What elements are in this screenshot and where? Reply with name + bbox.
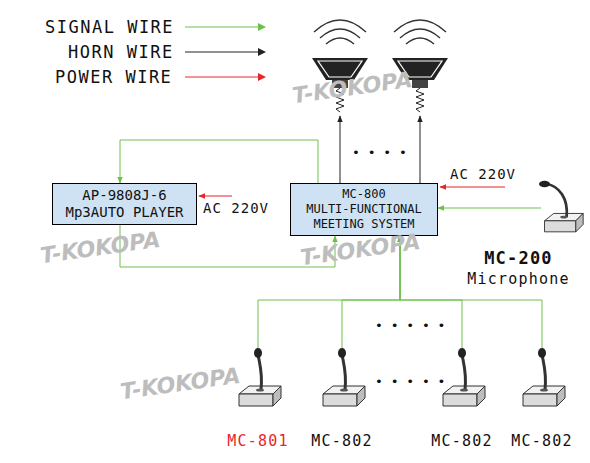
- legend-text: POWER WIRE: [55, 67, 172, 87]
- speaker-magnet: [412, 80, 428, 88]
- signal-wire: [120, 140, 318, 183]
- mic-base-side: [357, 386, 365, 406]
- horn-wire: [340, 116, 341, 183]
- mic-gooseneck: [462, 354, 466, 390]
- legend-text: HORN WIRE: [68, 42, 174, 62]
- sound-waves: [314, 20, 366, 44]
- legend-arrow-sample: [180, 17, 275, 37]
- device-description: Mp3AUTO PLAYER: [65, 204, 183, 221]
- mic-socket: [460, 388, 468, 391]
- mic-head: [458, 348, 466, 358]
- power-label: AC 220V: [450, 166, 516, 182]
- legend-arrowhead: [258, 73, 266, 81]
- device-box: MC-800MULTI-FUNCTIONAL MEETING SYSTEM: [290, 183, 438, 236]
- mic-head: [338, 348, 346, 358]
- legend-arrow-sample: [180, 42, 275, 62]
- device-description: Microphone: [467, 270, 569, 288]
- mic-base-front: [443, 394, 477, 406]
- microphone-unit: MC-200Microphone: [452, 178, 585, 288]
- model-name: MC-802: [431, 432, 492, 450]
- device-description: MULTI-FUNCTIONAL MEETING SYSTEM: [295, 202, 433, 232]
- speaker: [392, 20, 448, 112]
- microphone-icon: [517, 348, 567, 410]
- ellipsis-dots: • • • •: [352, 145, 407, 160]
- watermark: T-KOKOPA: [39, 228, 162, 269]
- microphone-unit: MC-801: [222, 348, 294, 450]
- ellipsis-dots: • • • • •: [375, 374, 445, 389]
- power-label: AC 220V: [203, 200, 269, 216]
- mic-socket: [540, 388, 548, 391]
- mic-base-side: [273, 386, 281, 406]
- mic-base-front: [545, 221, 576, 232]
- legend-text: SIGNAL WIRE: [45, 17, 174, 37]
- microphone-icon: [539, 178, 585, 236]
- sound-waves: [394, 20, 446, 44]
- watermark: T-KOKOPA: [119, 364, 242, 405]
- model-name: MC-200: [484, 248, 553, 268]
- mic-head: [254, 348, 262, 358]
- mic-head: [538, 348, 546, 358]
- microphone-unit: MC-802: [426, 348, 498, 450]
- legend-line: [185, 77, 260, 78]
- mic-socket: [340, 388, 348, 391]
- legend-line: [185, 52, 260, 53]
- mic-gooseneck: [546, 184, 566, 217]
- microphone-icon: [317, 348, 367, 410]
- mic-gooseneck: [342, 354, 346, 390]
- legend-arrowhead: [258, 48, 266, 56]
- mic-base-front: [523, 394, 557, 406]
- power-wire: [199, 196, 232, 197]
- legend-item: HORN WIRE: [0, 42, 590, 66]
- mic-gooseneck: [258, 354, 262, 390]
- microphone-unit: MC-802: [506, 348, 578, 450]
- mic-head: [539, 181, 550, 187]
- legend-arrow-sample: [180, 67, 275, 87]
- mic-base-side: [477, 386, 485, 406]
- horn-wire: [420, 116, 421, 183]
- power-wire: [440, 187, 505, 188]
- legend-item: SIGNAL WIRE: [0, 17, 590, 41]
- speaker-spring: [416, 88, 424, 112]
- mic-base-side: [576, 213, 583, 231]
- model-name: MC-800: [342, 187, 385, 202]
- ellipsis-dots: • • • • •: [375, 318, 445, 333]
- microphone-unit: MC-802: [306, 348, 378, 450]
- mic-base-front: [323, 394, 357, 406]
- model-name: AP-9808J-6: [82, 187, 166, 204]
- model-name: MC-801: [227, 432, 288, 450]
- mic-base-side: [557, 386, 565, 406]
- mic-socket: [256, 388, 264, 391]
- watermark: T-KOKOPA: [291, 68, 414, 109]
- device-box: AP-9808J-6Mp3AUTO PLAYER: [52, 183, 197, 225]
- signal-wire: [438, 208, 541, 209]
- legend-line: [185, 27, 260, 28]
- model-name: MC-802: [511, 432, 572, 450]
- legend-arrowhead: [258, 23, 266, 31]
- mic-socket: [560, 216, 567, 219]
- mic-gooseneck: [542, 354, 546, 390]
- mic-base-front: [239, 394, 273, 406]
- model-name: MC-802: [311, 432, 372, 450]
